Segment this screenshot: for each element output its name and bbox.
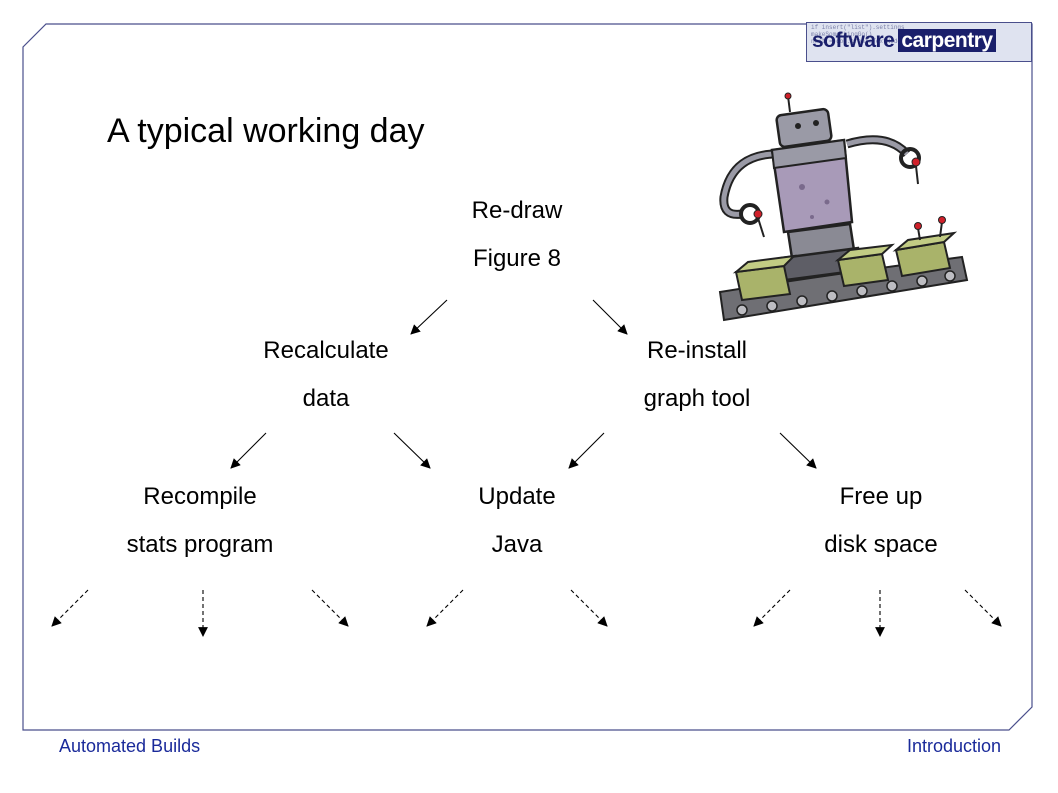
arrow-recalculate-to-update xyxy=(393,432,431,469)
node-recalculate-line2: data xyxy=(302,385,350,412)
node-redraw-figure: Re-draw Figure 8 xyxy=(417,187,617,283)
arrow-recompile-dashed-1 xyxy=(51,589,89,627)
node-redraw-line1: Re-draw xyxy=(471,197,563,224)
robot-illustration-icon xyxy=(718,92,969,322)
node-free-disk-space: Free up disk space xyxy=(781,473,981,569)
node-update-line2: Java xyxy=(491,531,543,558)
arrow-free-dashed-1 xyxy=(753,589,791,627)
node-recompile-stats: Recompile stats program xyxy=(100,473,300,569)
node-reinstall-line2: graph tool xyxy=(643,385,751,412)
node-recalculate-line1: Recalculate xyxy=(263,337,389,364)
node-reinstall-line1: Re-install xyxy=(646,337,748,364)
node-free-line1: Free up xyxy=(839,483,923,510)
node-recalculate-data: Recalculate data xyxy=(226,327,426,423)
node-update-java: Update Java xyxy=(417,473,617,569)
node-redraw-line2: Figure 8 xyxy=(472,245,562,272)
arrow-reinstall-to-free xyxy=(779,432,817,469)
software-carpentry-logo: if insert("list").settings makeSomething… xyxy=(806,22,1032,62)
node-reinstall-graph-tool: Re-install graph tool xyxy=(597,327,797,423)
arrow-update-dashed-1 xyxy=(426,589,464,627)
node-recompile-line1: Recompile xyxy=(143,483,257,510)
node-recompile-line2: stats program xyxy=(126,531,274,558)
logo-word-software: software xyxy=(812,29,895,52)
arrow-recalculate-to-recompile xyxy=(230,432,267,469)
logo-code-background: if insert("list").settings makeSomething… xyxy=(811,24,905,45)
node-free-line2: disk space xyxy=(824,531,938,558)
footer-course-title: Automated Builds xyxy=(59,736,201,756)
arrow-update-dashed-2 xyxy=(570,589,608,627)
arrow-recompile-dashed-3 xyxy=(311,589,349,627)
arrow-root-to-recalculate xyxy=(410,299,448,335)
node-update-line1: Update xyxy=(478,483,556,510)
arrow-free-dashed-3 xyxy=(964,589,1002,627)
arrow-root-to-reinstall xyxy=(592,299,628,335)
slide-title: A typical working day xyxy=(107,112,425,150)
logo-word-carpentry: carpentry xyxy=(898,29,996,52)
arrow-reinstall-to-update xyxy=(568,432,605,469)
footer-section-title: Introduction xyxy=(906,736,1001,756)
